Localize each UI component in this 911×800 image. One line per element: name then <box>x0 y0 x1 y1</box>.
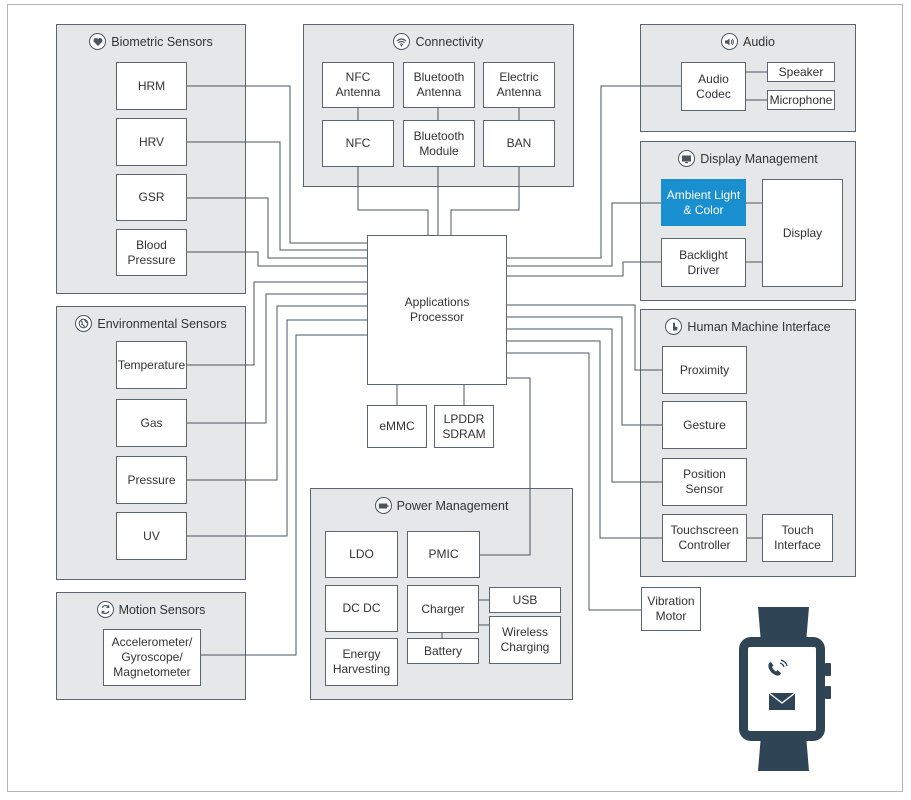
group-title: Audio <box>743 34 775 49</box>
wire-accelerometer <box>201 334 367 656</box>
block-ldo: LDO <box>325 531 398 578</box>
speaker-icon <box>721 33 738 50</box>
block-speaker: Speaker <box>767 62 835 82</box>
block-hrv: HRV <box>116 118 187 166</box>
phone-call-icon <box>768 659 788 676</box>
block-bluetooth-module: Bluetooth Module <box>403 120 475 167</box>
wire-temperature <box>187 281 367 366</box>
diagram-frame <box>7 4 903 792</box>
group-title: Biometric Sensors <box>111 34 213 49</box>
block-ambient-light-color: Ambient Light & Color <box>661 179 746 226</box>
block-proximity: Proximity <box>662 346 747 394</box>
block-applications-processor: Applications Processor <box>367 235 507 385</box>
wire-gas <box>187 293 367 424</box>
block-electric-antenna: Electric Antenna <box>483 62 555 108</box>
monitor-icon <box>678 150 696 167</box>
wire-gesture <box>507 316 662 426</box>
group-title: Power Management <box>396 498 509 513</box>
block-touch-interface: Touch Interface <box>762 514 833 562</box>
wire-pmic <box>480 377 531 556</box>
block-nfc: NFC <box>322 120 394 167</box>
block-ban: BAN <box>483 120 555 167</box>
wire-nfc <box>357 167 429 235</box>
block-audio-codec: Audio Codec <box>681 62 746 111</box>
block-gsr: GSR <box>116 174 187 221</box>
wire-uv <box>187 319 367 537</box>
block-backlight-driver: Backlight Driver <box>661 238 746 287</box>
block-pmic: PMIC <box>407 531 480 578</box>
block-vibration-motor: Vibration Motor <box>641 587 701 631</box>
block-nfc-antenna: NFC Antenna <box>322 62 394 108</box>
block-blood-pressure: Blood Pressure <box>116 229 187 276</box>
block-bluetooth-antenna: Bluetooth Antenna <box>403 62 475 108</box>
block-accelerometer-gyroscope-magnetometer: Accelerometer/ Gyroscope/ Magnetometer <box>103 629 201 686</box>
hand-touch-icon <box>665 318 683 335</box>
wire-position <box>507 328 662 483</box>
wire-blood-pressure <box>187 251 367 267</box>
block-usb: USB <box>489 587 561 613</box>
group-title: Motion Sensors <box>118 602 206 617</box>
block-display: Display <box>762 179 843 287</box>
wire-pressure <box>187 305 367 481</box>
wire-vibration <box>507 352 641 611</box>
heart-icon <box>89 33 107 50</box>
smartwatch-icon <box>739 607 831 771</box>
block-position-sensor: Position Sensor <box>662 458 747 506</box>
wire-ban <box>450 167 520 235</box>
block-battery: Battery <box>407 638 479 664</box>
globe-icon <box>75 315 93 332</box>
block-microphone: Microphone <box>767 90 835 110</box>
wire-ambient-light <box>507 202 661 267</box>
block-dc-dc: DC DC <box>325 585 398 632</box>
block-touchscreen-controller: Touchscreen Controller <box>662 514 747 562</box>
block-lpddr-sdram: LPDDR SDRAM <box>434 405 494 448</box>
block-uv: UV <box>116 512 187 560</box>
group-title: Display Management <box>700 151 818 166</box>
wifi-icon <box>393 33 411 50</box>
block-charger: Charger <box>407 585 479 633</box>
block-gas: Gas <box>116 399 187 447</box>
envelope-icon <box>768 692 796 710</box>
block-hrm: HRM <box>116 62 187 110</box>
block-wireless-charging: Wireless Charging <box>489 616 561 664</box>
group-title: Human Machine Interface <box>687 319 831 334</box>
rotation-icon <box>96 601 114 618</box>
group-title: Connectivity <box>415 34 484 49</box>
group-title: Environmental Sensors <box>97 316 227 331</box>
wire-touchscreen <box>507 340 662 539</box>
wire-gsr <box>187 197 367 259</box>
wire-proximity <box>507 304 662 371</box>
block-pressure: Pressure <box>116 456 187 504</box>
battery-icon <box>374 497 392 514</box>
block-gesture: Gesture <box>662 401 747 449</box>
wire-backlight <box>507 261 661 277</box>
block-emmc: eMMC <box>367 405 427 448</box>
block-temperature: Temperature <box>116 341 187 389</box>
wire-audio-codec <box>507 85 681 259</box>
block-energy-harvesting: Energy Harvesting <box>325 638 398 686</box>
wire-hrv <box>187 141 367 251</box>
wire-hrm <box>187 85 367 244</box>
